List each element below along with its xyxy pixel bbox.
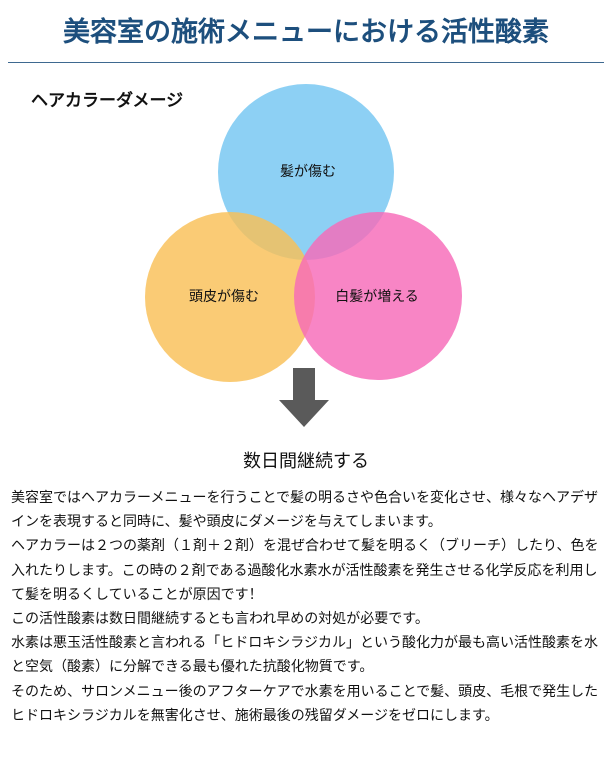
- result-label: 数日間継続する: [243, 451, 369, 472]
- venn-graphic: [145, 84, 462, 427]
- circle-label-scalp: 頭皮が傷む: [189, 289, 259, 305]
- circle-label-hair: 髪が傷む: [280, 164, 336, 180]
- paragraph: ヘアカラーは２つの薬剤（１剤＋２剤）を混ぜ合わせて髪を明るく（ブリーチ）したり、…: [11, 538, 599, 603]
- body-text: 美容室ではヘアカラーメニューを行うことで髪の明るさや色合いを変化させ、様々なヘア…: [11, 486, 601, 728]
- title-divider: [8, 62, 604, 63]
- paragraph: 水素は悪玉活性酸素と言われる「ヒドロキシラジカル」という酸化力が最も高い活性酸素…: [11, 635, 599, 676]
- circle-label-gray-hair: 白髪が増える: [335, 289, 419, 305]
- paragraph: 美容室ではヘアカラーメニューを行うことで髪の明るさや色合いを変化させ、様々なヘア…: [11, 490, 599, 531]
- paragraph: そのため、サロンメニュー後のアフターケアで水素を用いることで髪、頭皮、毛根で発生…: [11, 683, 599, 724]
- venn-circle-scalp: [145, 212, 315, 382]
- paragraph: この活性酸素は数日間継続するとも言われ早めの対処が必要です。: [11, 611, 429, 628]
- page-title: 美容室の施術メニューにおける活性酸素: [63, 17, 549, 48]
- arrow-down-icon: [279, 368, 329, 427]
- venn-circle-hair: [218, 84, 394, 260]
- venn-circle-gray-hair: [294, 212, 462, 380]
- diagram-heading: ヘアカラーダメージ: [31, 91, 184, 111]
- venn-diagram: ヘアカラーダメージ 髪が傷む 頭皮が傷む 白髪が増える 数日間継続する: [0, 70, 612, 472]
